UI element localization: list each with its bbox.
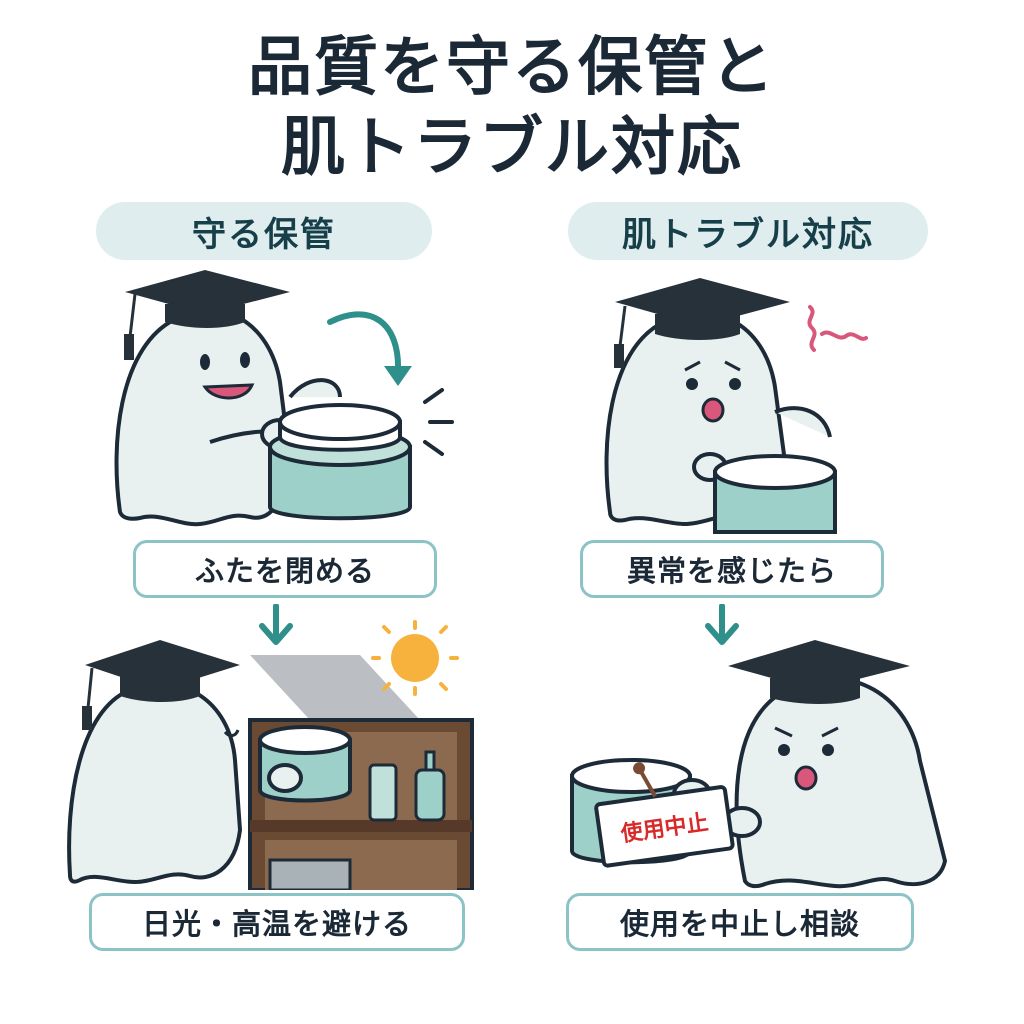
graduation-cap-icon bbox=[728, 640, 910, 704]
section-label-skin-trouble: 肌トラブル対応 bbox=[568, 202, 928, 260]
scene-feel-abnormal bbox=[604, 278, 868, 534]
page-title-line1: 品質を守る保管と bbox=[248, 31, 776, 105]
section-label-storage: 守る保管 bbox=[96, 202, 432, 260]
graduation-cap-icon bbox=[614, 278, 790, 368]
graduation-cap-icon bbox=[124, 270, 290, 360]
down-arrow-icon bbox=[705, 604, 739, 645]
sun-icon bbox=[371, 620, 459, 696]
caption-feel-abnormal: 異常を感じたら bbox=[580, 540, 884, 598]
scene-stop-use: 使用中止 bbox=[570, 640, 948, 889]
caption-close-lid: ふたを閉める bbox=[133, 540, 437, 598]
scene-close-lid bbox=[114, 270, 454, 527]
down-arrow-icon bbox=[259, 604, 293, 645]
stop-use-sign: 使用中止 bbox=[594, 762, 735, 868]
scene-avoid-sun-heat bbox=[67, 620, 474, 890]
curved-arrow-icon bbox=[327, 311, 412, 386]
caption-stop-use-consult: 使用を中止し相談 bbox=[566, 893, 914, 951]
graduation-cap-icon bbox=[82, 640, 240, 730]
sparkle-lines-icon bbox=[423, 388, 454, 456]
squiggle-icon bbox=[807, 305, 868, 352]
caption-avoid-sun-heat: 日光・高温を避ける bbox=[89, 893, 465, 951]
page-title-line2: 肌トラブル対応 bbox=[281, 111, 743, 185]
